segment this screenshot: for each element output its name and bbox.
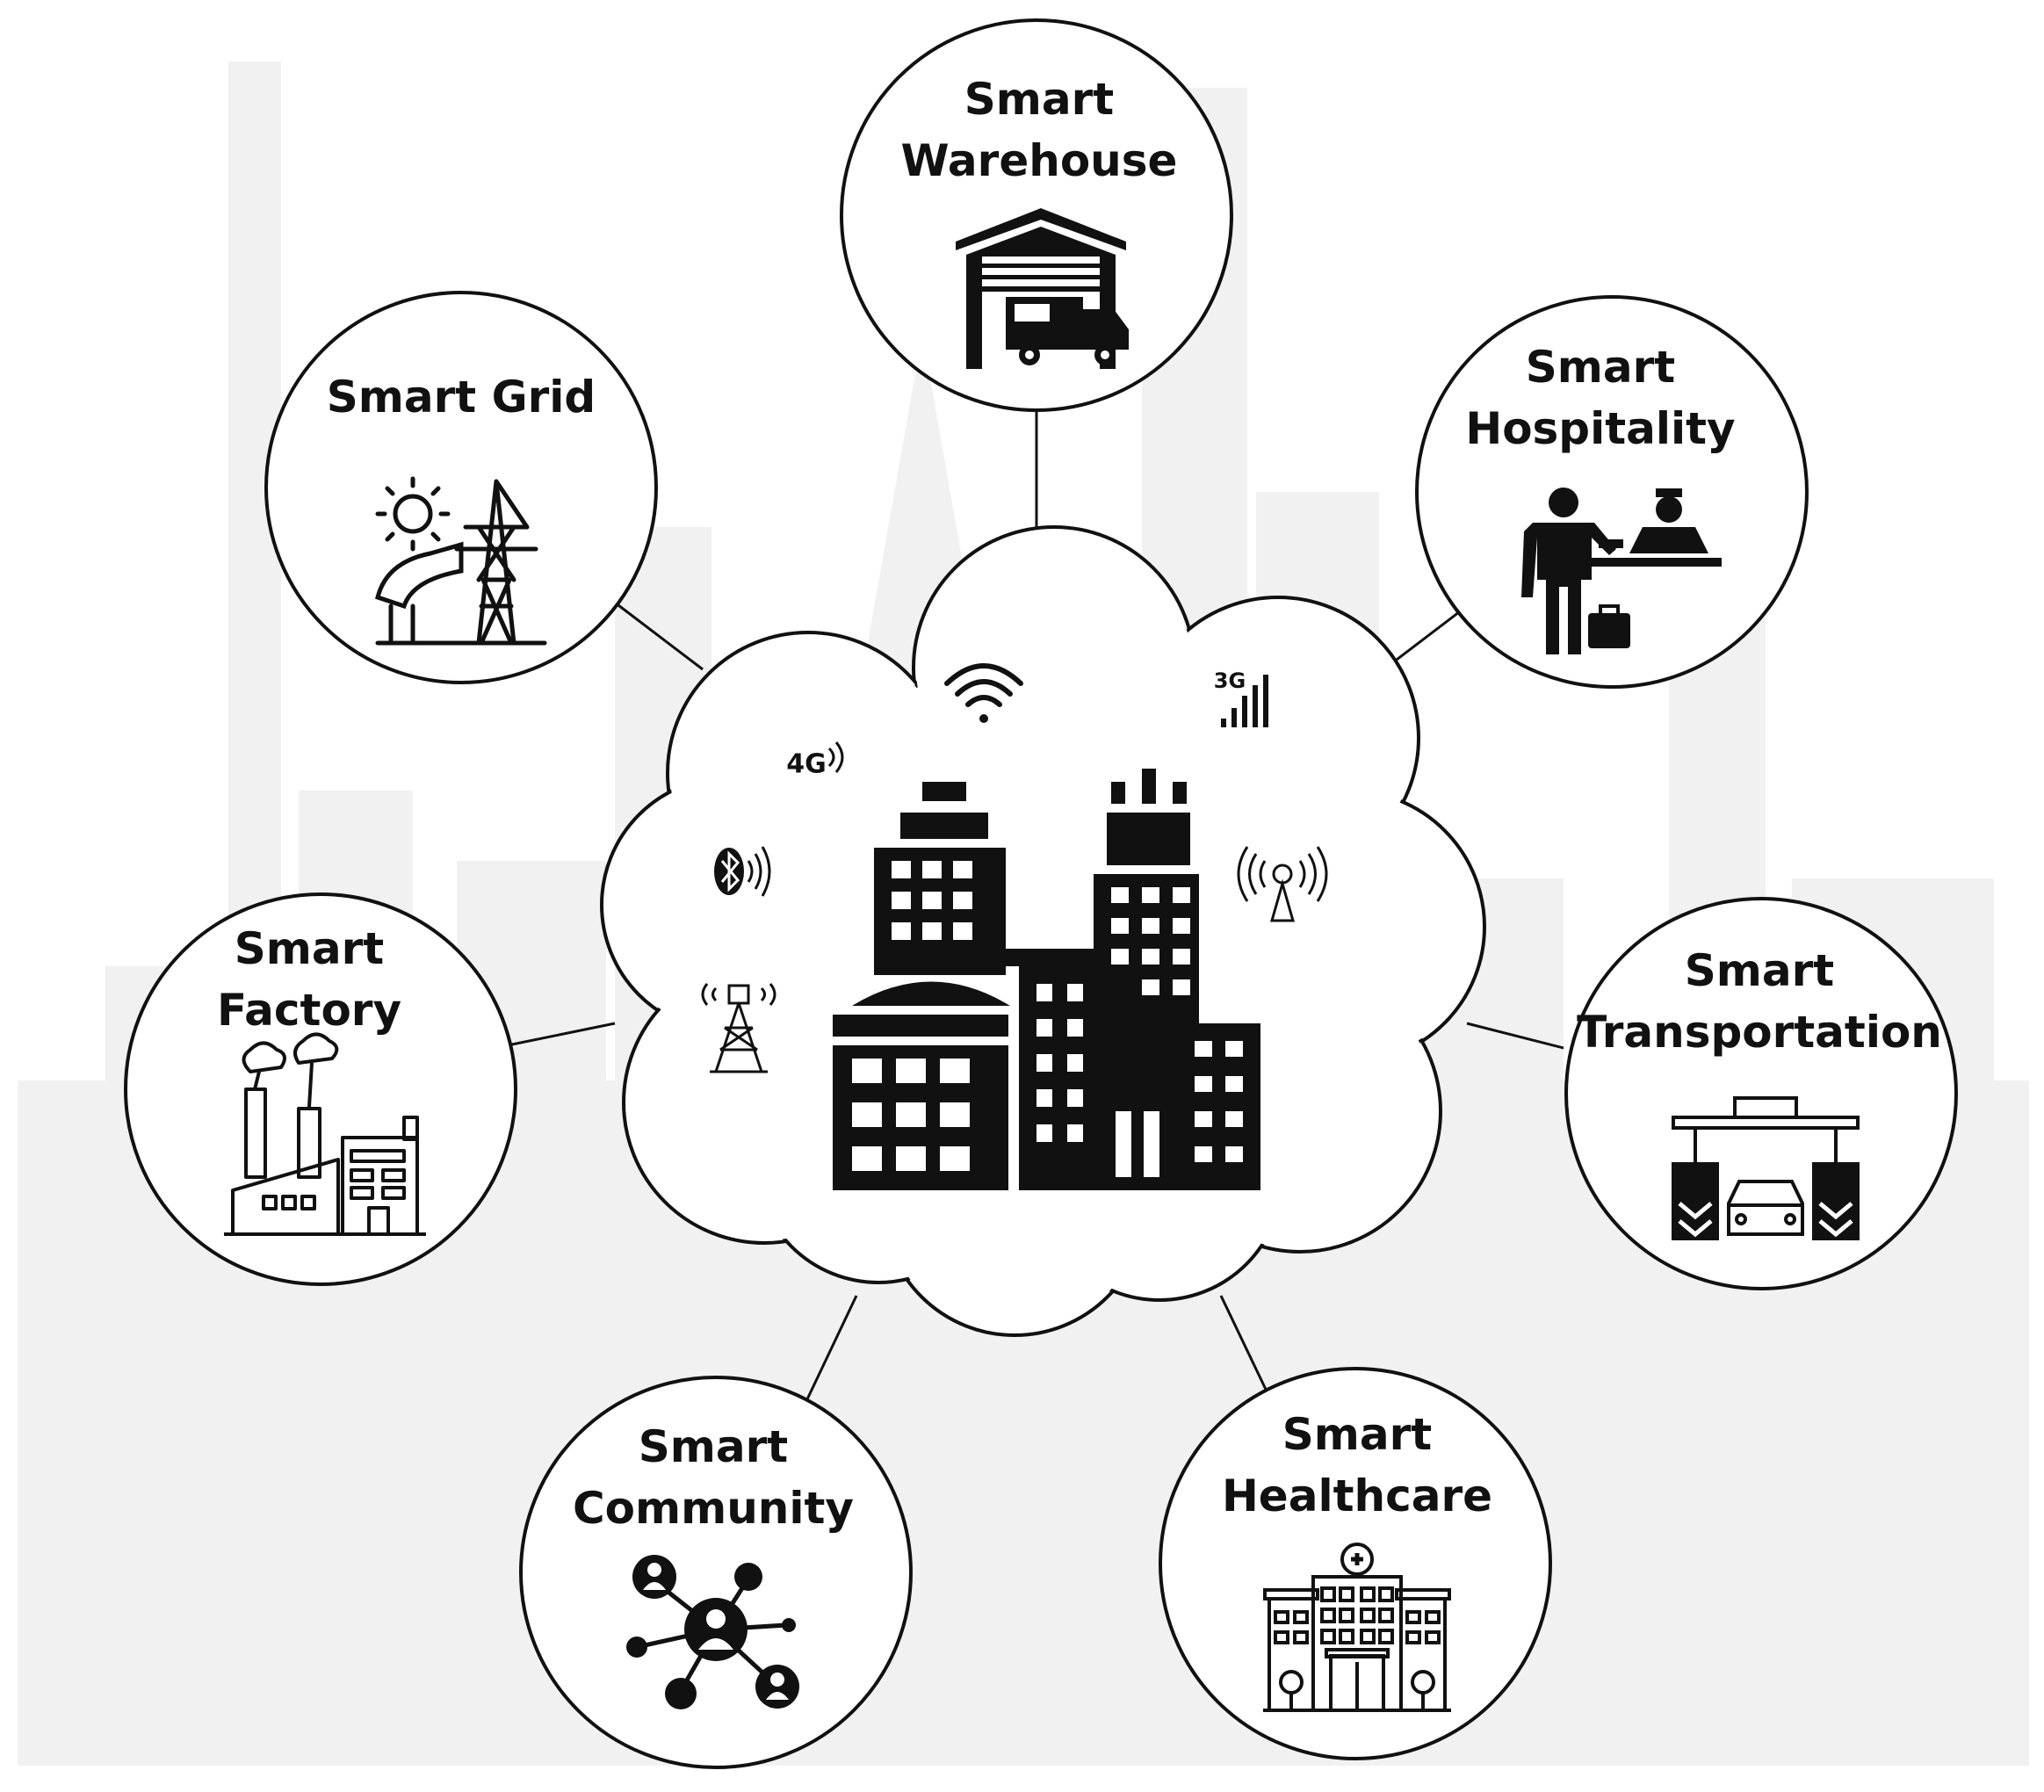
node-label-hospitality-line2: Hospitality [1465,403,1736,454]
node-circle-community [519,1376,913,1769]
3g-label: 3G [1213,668,1246,693]
node-label-factory-line2: Factory [216,985,402,1036]
node-circle-grid [264,291,658,684]
cell-tower-icon [701,983,776,1073]
cloud-fill [604,530,1482,1333]
node-label-transportation: Smart Transportation [1577,940,1942,1063]
connector-lines [507,408,1564,1402]
node-circle-hospitality [1415,295,1809,689]
node-label-healthcare: Smart Healthcare [1222,1404,1492,1527]
connector-healthcare [1219,1295,1271,1398]
node-label-healthcare-line1: Smart [1282,1409,1433,1460]
4g-label: 4G [786,748,827,780]
node-label-community-line1: Smart [638,1421,789,1472]
node-label-warehouse-line1: Smart [964,74,1115,125]
node-label-community: Smart Community [573,1416,854,1539]
connector-community [805,1295,858,1402]
node-label-healthcare-line2: Healthcare [1221,1470,1493,1521]
connector-transportation [1466,1022,1564,1050]
node-label-grid: Smart Grid [327,366,596,428]
warehouse-truck-icon [956,208,1129,369]
connector-grid [618,603,704,671]
people-network-icon [626,1555,799,1709]
connector-factory [507,1022,616,1047]
wifi-icon [944,663,1023,723]
antenna-icon [1237,846,1328,922]
node-label-transportation-line1: Smart [1684,945,1835,996]
node-label-hospitality-line1: Smart [1525,342,1676,393]
4g-signal-icon [827,741,844,773]
node-label-community-line2: Community [572,1483,855,1534]
solar-power-tower-icon [375,476,547,646]
node-label-factory: Smart Factory [217,918,401,1041]
hotel-reception-icon [1521,488,1722,654]
city-windows [852,861,1243,1177]
toll-gate-car-icon [1672,1096,1860,1240]
hospital-icon [1263,1543,1451,1712]
bluetooth-icon [714,846,771,897]
node-label-hospitality: Smart Hospitality [1465,336,1735,459]
3g-signal-icon [1221,675,1268,727]
node-label-warehouse-line2: Warehouse [900,135,1178,186]
node-label-warehouse: Smart Warehouse [901,69,1178,191]
factory-icon [224,1032,426,1236]
node-label-grid-line1: Smart Grid [326,372,596,423]
node-label-transportation-line2: Transportation [1577,1007,1942,1058]
node-label-factory-line1: Smart [234,923,385,974]
